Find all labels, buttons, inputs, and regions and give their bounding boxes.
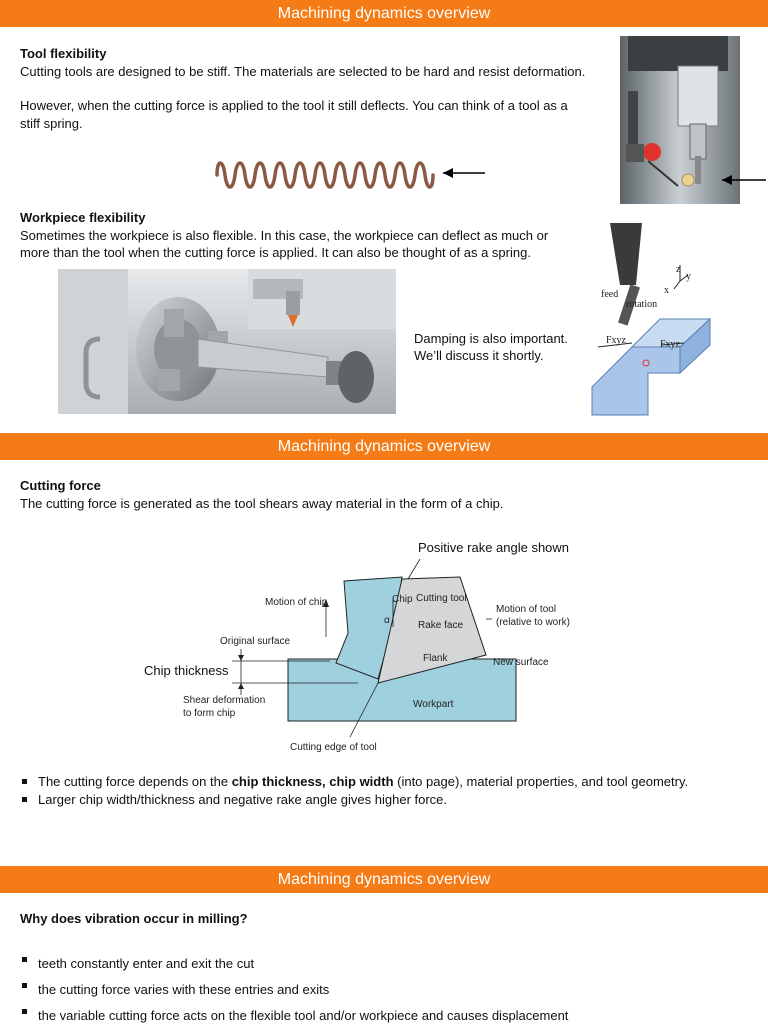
machine-spindle-image xyxy=(620,36,766,204)
damping-note-line-1: Damping is also important. xyxy=(414,331,568,346)
motion-of-chip-label: Motion of chip xyxy=(265,597,328,608)
milling-force-diagram: feed rotation Fxyz Fxyz z y x xyxy=(591,223,712,416)
vibration-bullets: teeth constantly enter and exit the cut … xyxy=(20,951,568,1024)
force-arrow-icon xyxy=(443,168,485,178)
alpha-label: α xyxy=(384,615,390,626)
bullet-item: the cutting force varies with these entr… xyxy=(20,977,568,1003)
motion-of-tool-label-2: (relative to work) xyxy=(496,617,570,628)
workpiece-flexibility-line-1: Sometimes the workpiece is also flexible… xyxy=(20,228,549,243)
tool-flexibility-heading: Tool flexibility xyxy=(20,46,107,61)
x-axis-label: x xyxy=(664,285,669,296)
feed-label: feed xyxy=(601,289,618,300)
orthogonal-cutting-diagram: Positive rake angle shown Chip Cutting t… xyxy=(144,540,570,753)
motion-of-tool-label-1: Motion of tool xyxy=(496,604,556,615)
cutting-force-heading: Cutting force xyxy=(20,478,101,493)
z-axis-label: z xyxy=(676,264,681,275)
chip-label: Chip xyxy=(392,594,413,605)
bullet-item: Larger chip width/thickness and negative… xyxy=(20,791,688,809)
chip-thickness-label: Chip thickness xyxy=(144,663,229,678)
slide-3-title: Machining dynamics overview xyxy=(0,866,768,893)
bullet-item: the variable cutting force acts on the f… xyxy=(20,1003,568,1024)
shear-deformation-label-1: Shear deformation xyxy=(183,695,265,706)
force-right-label: Fxyz xyxy=(660,339,681,350)
bullet-item: teeth constantly enter and exit the cut xyxy=(20,951,568,977)
tool-flexibility-line-1: Cutting tools are designed to be stiff. … xyxy=(20,64,586,79)
tool-flexibility-line-2: However, when the cutting force is appli… xyxy=(20,98,568,113)
y-axis-label: y xyxy=(686,271,691,282)
lathe-workpiece-image xyxy=(58,269,396,414)
flank-label: Flank xyxy=(423,653,448,664)
force-left-label: Fxyz xyxy=(606,335,627,346)
workpiece-flexibility-line-2: more than the tool when the cutting forc… xyxy=(20,245,531,260)
rake-face-label: Rake face xyxy=(418,620,463,631)
slide-2-title: Machining dynamics overview xyxy=(0,433,768,460)
shear-deformation-label-2: to form chip xyxy=(183,708,236,719)
cutting-force-bullets: The cutting force depends on the chip th… xyxy=(20,773,688,809)
workpart-label: Workpart xyxy=(413,699,454,710)
spring-illustration xyxy=(215,161,485,189)
vibration-heading: Why does vibration occur in milling? xyxy=(20,911,248,926)
slide-1-title: Machining dynamics overview xyxy=(0,0,768,27)
positive-rake-label: Positive rake angle shown xyxy=(418,540,569,555)
cutting-force-intro: The cutting force is generated as the to… xyxy=(20,496,504,511)
damping-note-line-2: We’ll discuss it shortly. xyxy=(414,348,544,363)
rotation-label: rotation xyxy=(626,299,657,310)
original-surface-label: Original surface xyxy=(220,636,290,647)
cutting-tool-label: Cutting tool xyxy=(416,593,467,604)
cutting-edge-label: Cutting edge of tool xyxy=(290,742,377,753)
new-surface-label: New surface xyxy=(493,657,549,668)
workpiece-flexibility-heading: Workpiece flexibility xyxy=(20,210,146,225)
tool-flexibility-line-3: stiff spring. xyxy=(20,116,83,131)
bullet-item: The cutting force depends on the chip th… xyxy=(20,773,688,791)
